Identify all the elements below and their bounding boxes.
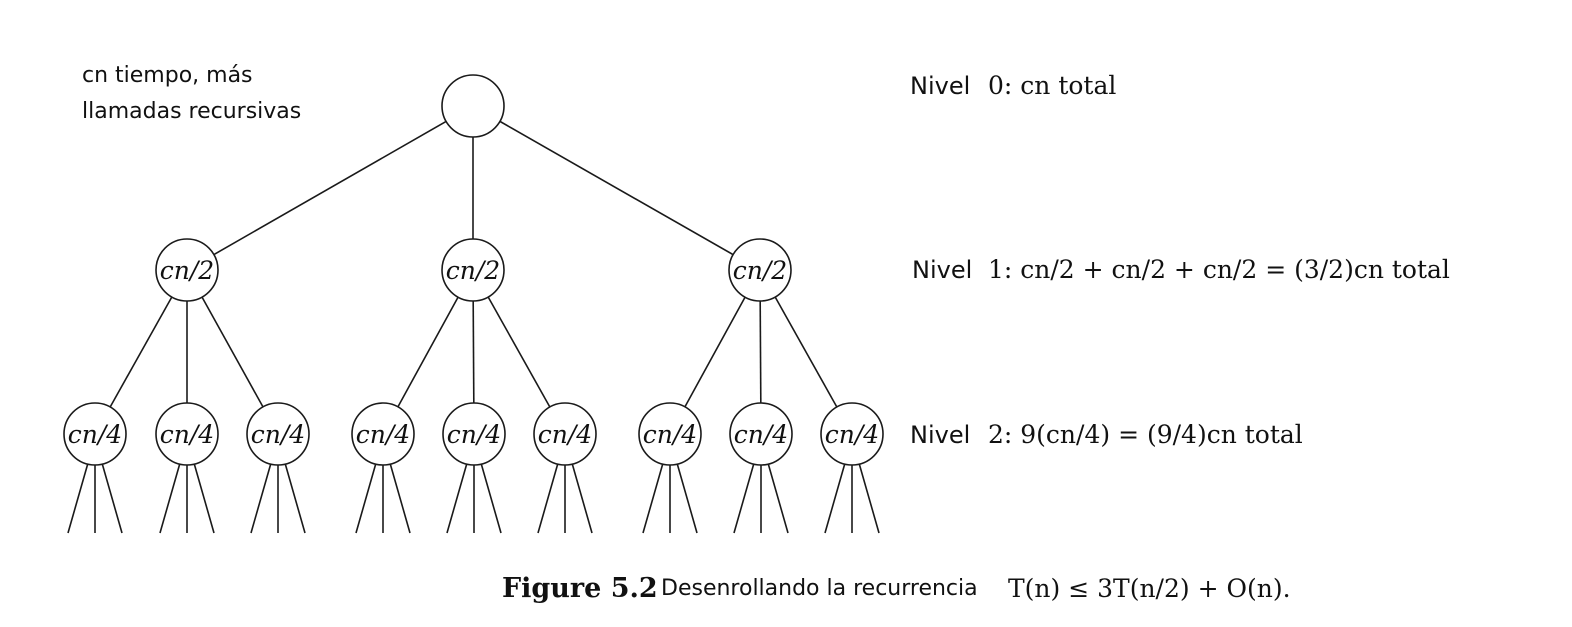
tree-leaf-stubs	[67, 462, 880, 534]
level1-node-2: cn/2	[728, 238, 792, 302]
node-label: cn/4	[825, 420, 879, 449]
edge-l1-to-l2-3	[397, 296, 459, 408]
edge-l1-to-l2-4	[472, 300, 475, 404]
level-2-expr: 2: 9(cn/4) = (9/4)cn total	[988, 420, 1303, 449]
node-circle	[351, 402, 415, 466]
node-label: cn/2	[446, 256, 500, 285]
level2-node-4: cn/4	[442, 402, 506, 466]
node-label: cn/4	[160, 420, 214, 449]
leaf-stub-1-left	[159, 462, 181, 534]
leaf-stub-7-right	[767, 462, 789, 534]
node-circle	[441, 74, 505, 138]
node-label: cn/4	[68, 420, 122, 449]
level2-node-7: cn/4	[729, 402, 793, 466]
node-circle	[533, 402, 597, 466]
node-circle	[638, 402, 702, 466]
level2-node-6: cn/4	[638, 402, 702, 466]
node-circle	[820, 402, 884, 466]
node-label: cn/2	[733, 256, 787, 285]
level2-node-8: cn/4	[820, 402, 884, 466]
annotation-line-2: llamadas recursivas	[82, 99, 301, 124]
caption-formula: T(n) ≤ 3T(n/2) + O(n).	[1008, 574, 1291, 603]
node-circle	[441, 238, 505, 302]
leaf-stub-6-left	[642, 462, 664, 534]
level2-node-3: cn/4	[351, 402, 415, 466]
leaf-stub-5-left	[537, 462, 559, 534]
level-1-word: Nivel	[912, 256, 972, 284]
leaf-stub-3-left	[355, 462, 377, 534]
level1-node-1: cn/2	[441, 238, 505, 302]
leaf-stub-8-left	[824, 462, 846, 534]
figure-label: Figure 5.2	[502, 573, 658, 604]
edge-l1-to-l2-7	[759, 300, 762, 404]
leaf-stub-3-right	[389, 462, 411, 534]
leaf-stub-6-right	[676, 462, 698, 534]
level2-node-1: cn/4	[155, 402, 219, 466]
level2-node-2: cn/4	[246, 402, 310, 466]
tree-edges	[109, 120, 838, 408]
edge-l1-to-l2-2	[201, 296, 264, 408]
node-label: cn/4	[538, 420, 592, 449]
level-0-expr: 0: cn total	[988, 71, 1116, 100]
node-circle	[155, 238, 219, 302]
level-1-expr: 1: cn/2 + cn/2 + cn/2 = (3/2)cn total	[988, 255, 1450, 284]
leaf-stub-8-right	[858, 462, 880, 534]
node-label: cn/4	[447, 420, 501, 449]
leaf-stub-5-right	[571, 462, 593, 534]
caption-text: Desenrollando la recurrencia	[661, 576, 978, 601]
edge-root-to-l1-2	[499, 120, 734, 256]
level-2-word: Nivel	[910, 421, 970, 449]
leaf-stub-1-right	[193, 462, 215, 534]
leaf-stub-4-left	[446, 462, 468, 534]
leaf-stub-2-right	[284, 462, 306, 534]
level-0-word: Nivel	[910, 72, 970, 100]
root-node	[441, 74, 505, 138]
leaf-stub-4-right	[480, 462, 502, 534]
level1-node-0: cn/2	[155, 238, 219, 302]
node-label: cn/2	[160, 256, 214, 285]
node-circle	[155, 402, 219, 466]
node-label: cn/4	[356, 420, 410, 449]
leaf-stub-0-right	[101, 462, 123, 534]
leaf-stub-2-left	[250, 462, 272, 534]
edge-l1-to-l2-6	[684, 296, 746, 408]
node-circle	[63, 402, 127, 466]
leaf-stub-0-left	[67, 462, 89, 534]
node-circle	[728, 238, 792, 302]
node-label: cn/4	[734, 420, 788, 449]
node-circle	[246, 402, 310, 466]
edge-l1-to-l2-8	[774, 296, 838, 408]
level2-node-5: cn/4	[533, 402, 597, 466]
edge-l1-to-l2-0	[109, 296, 173, 408]
leaf-stub-7-left	[733, 462, 755, 534]
node-circle	[729, 402, 793, 466]
annotation-line-1: cn tiempo, más	[82, 63, 253, 88]
node-label: cn/4	[643, 420, 697, 449]
node-label: cn/4	[251, 420, 305, 449]
tree-nodes: cn/2 cn/2 cn/2 cn/4 cn/4 cn/4 cn/4 cn/4 cn/4 cn/4…	[63, 74, 884, 466]
level2-node-0: cn/4	[63, 402, 127, 466]
edge-l1-to-l2-5	[487, 296, 551, 408]
node-circle	[442, 402, 506, 466]
edge-root-to-l1-0	[213, 120, 447, 256]
